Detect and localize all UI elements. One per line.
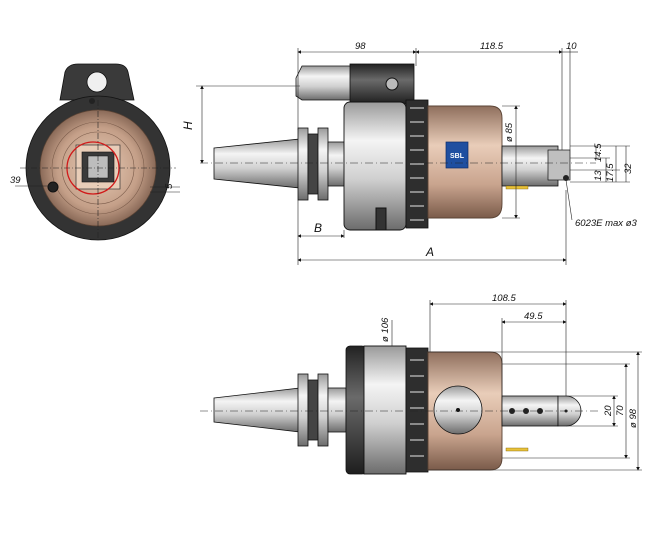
side-insert-screw	[563, 175, 569, 181]
dim-13: 13	[593, 170, 604, 181]
dim-20: 20	[603, 405, 614, 417]
top-view: 108.5 49.5 ø 106 20 70 ø 98	[200, 293, 642, 475]
side-flange-ring-1	[297, 127, 309, 201]
label-B: B	[314, 221, 322, 235]
label-A: A	[425, 245, 434, 259]
side-top-clamp	[295, 65, 355, 101]
dim-49-5: 49.5	[524, 311, 543, 322]
screw-note: 6023E max ø3	[575, 218, 637, 229]
side-flange-ring-2	[307, 133, 319, 195]
dim-10: 10	[566, 41, 577, 52]
top-taper	[213, 387, 301, 433]
top-main-body	[363, 345, 407, 475]
side-coolant-pin	[505, 185, 529, 190]
end-view: 39 5	[10, 63, 180, 241]
top-knurled-dial	[405, 347, 429, 473]
top-dark-ring	[345, 345, 367, 475]
dim-17-5: 17.5	[605, 163, 616, 182]
dial-ticks	[410, 107, 424, 221]
dim-39: 39	[10, 175, 21, 186]
dim-118-5: 118.5	[480, 41, 504, 52]
dim-phi98: ø 98	[628, 408, 639, 428]
badge-text: SBL	[450, 153, 465, 160]
top-coolant-pin	[505, 447, 529, 452]
side-brand-badge	[445, 141, 469, 169]
dim-5: 5	[164, 183, 175, 189]
dim-98: 98	[355, 41, 366, 52]
side-main-body	[343, 101, 407, 231]
dim-14-5: 14.5	[593, 143, 604, 162]
label-H: H	[181, 121, 195, 130]
dim-70: 70	[615, 405, 626, 416]
dim-phi85: ø 85	[504, 122, 515, 142]
dim-108-5: 108.5	[492, 293, 516, 304]
side-view: SBL 98 118.5 10 H B A	[181, 41, 637, 265]
dim-phi106: ø 106	[380, 317, 391, 342]
side-taper	[213, 138, 301, 189]
dim-32: 32	[623, 163, 634, 174]
lug-hole	[86, 71, 108, 93]
